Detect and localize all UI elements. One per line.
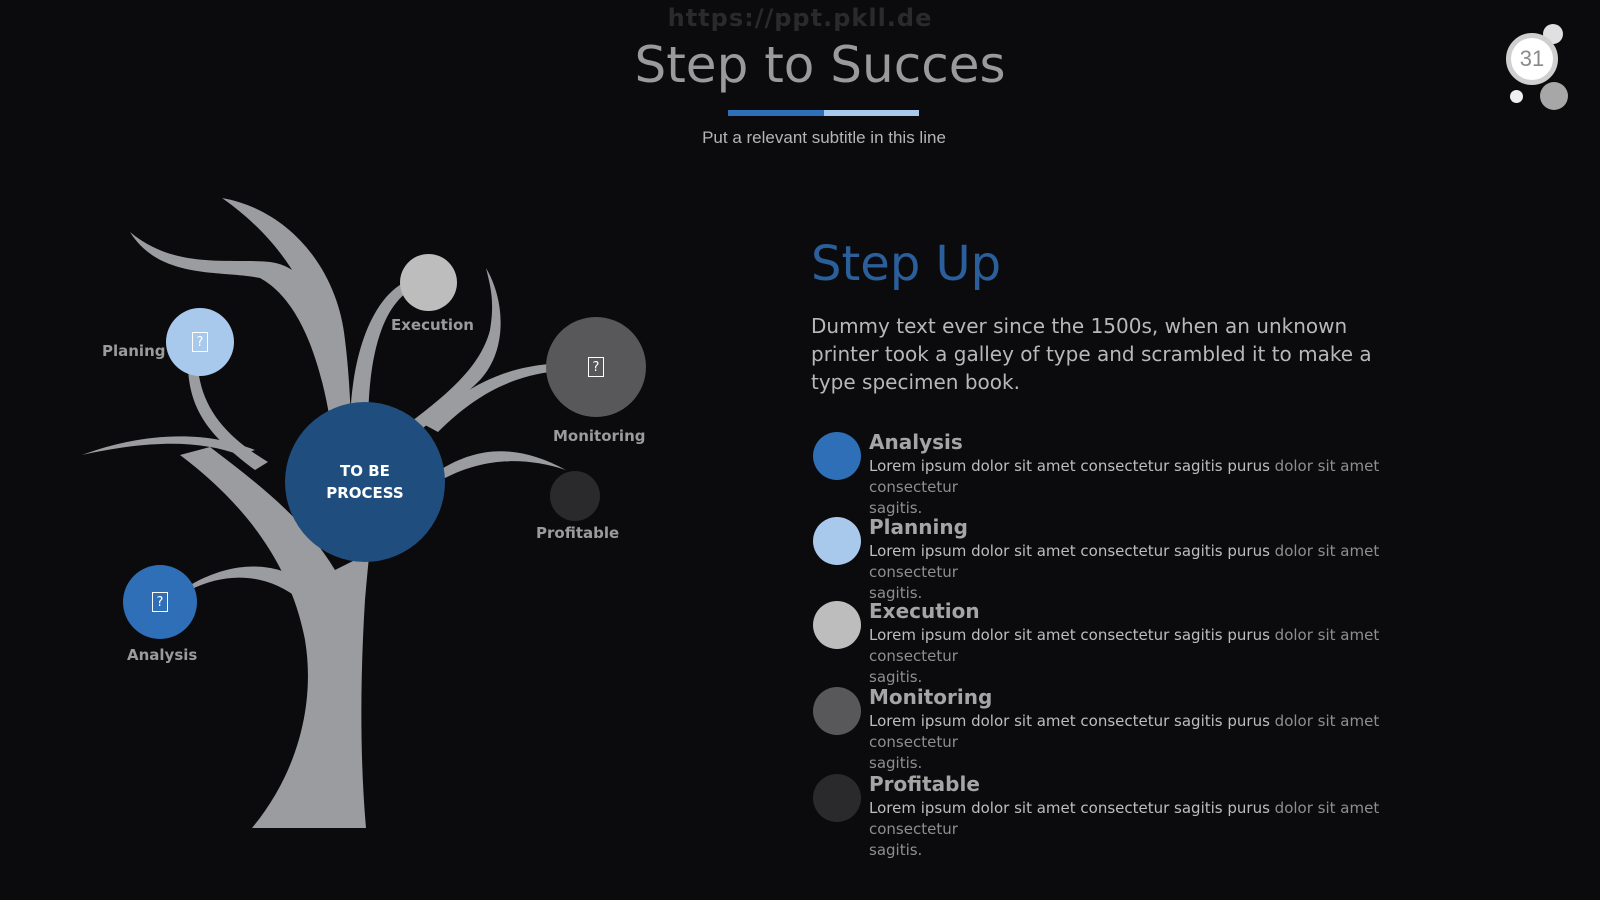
- list-dot-blue: [813, 432, 861, 480]
- list-item-body: Lorem ipsum dolor sit amet consectetur s…: [869, 457, 1380, 517]
- tree-branch-execution: [350, 282, 410, 430]
- panel-description: Dummy text ever since the 1500s, when an…: [811, 314, 1372, 394]
- title-underline: [728, 110, 919, 116]
- list-item-title: Execution: [869, 599, 980, 623]
- page-number: 31: [1506, 33, 1558, 85]
- list-item-title: Planning: [869, 515, 968, 539]
- center-label-line2: PROCESS: [326, 484, 404, 502]
- node-planing: ?: [166, 308, 234, 376]
- decor-bubble-small: [1510, 90, 1523, 103]
- tree-branch-profitable: [440, 451, 566, 478]
- list-item-title: Monitoring: [869, 685, 993, 709]
- decor-bubble-large: [1540, 82, 1568, 110]
- node-label-monitoring: Monitoring: [553, 427, 646, 445]
- center-label-line1: TO BE: [340, 462, 390, 480]
- list-item-body: Lorem ipsum dolor sit amet consectetur s…: [869, 712, 1380, 772]
- tree-branch-planing: [188, 368, 268, 470]
- page-title: Step to Succes: [634, 36, 1006, 94]
- list-item-body: Lorem ipsum dolor sit amet consectetur s…: [869, 626, 1380, 686]
- picture-placeholder-icon: ?: [192, 332, 208, 352]
- page-number-badge-group: 31: [1500, 18, 1600, 118]
- list-dot-light-gray: [813, 601, 861, 649]
- list-dot-dark-gray: [813, 774, 861, 822]
- tree-branch-left: [82, 436, 255, 455]
- list-dot-mid-gray: [813, 687, 861, 735]
- list-item-title: Analysis: [869, 430, 963, 454]
- tree-branch-upper-left: [130, 232, 348, 420]
- list-item-body: Lorem ipsum dolor sit amet consectetur s…: [869, 799, 1380, 859]
- underline-segment-light-blue: [824, 110, 919, 116]
- node-label-profitable: Profitable: [536, 524, 620, 542]
- node-label-execution: Execution: [391, 316, 474, 334]
- list-item-body: Lorem ipsum dolor sit amet consectetur s…: [869, 542, 1380, 602]
- node-execution: [400, 254, 457, 311]
- tree-trunk: [180, 430, 380, 828]
- node-monitoring: ?: [546, 317, 646, 417]
- underline-segment-blue: [728, 110, 824, 116]
- tree-branch-top: [222, 198, 352, 430]
- tree-branch-monitoring: [425, 364, 550, 432]
- panel-title: Step Up: [811, 236, 1002, 292]
- node-label-planing: Planing: [102, 342, 166, 360]
- center-node-to-be-process: TO BE PROCESS: [285, 402, 445, 562]
- node-profitable: [550, 471, 600, 521]
- list-item-title: Profitable: [869, 772, 980, 796]
- list-dot-light-blue: [813, 517, 861, 565]
- node-analysis: ?: [123, 565, 197, 639]
- tree-branch-analysis: [190, 566, 305, 600]
- picture-placeholder-icon: ?: [588, 357, 604, 377]
- picture-placeholder-icon: ?: [152, 592, 168, 612]
- node-label-analysis: Analysis: [127, 646, 198, 664]
- page-subtitle: Put a relevant subtitle in this line: [702, 128, 946, 147]
- watermark-url: https://ppt.pkll.de: [667, 4, 933, 32]
